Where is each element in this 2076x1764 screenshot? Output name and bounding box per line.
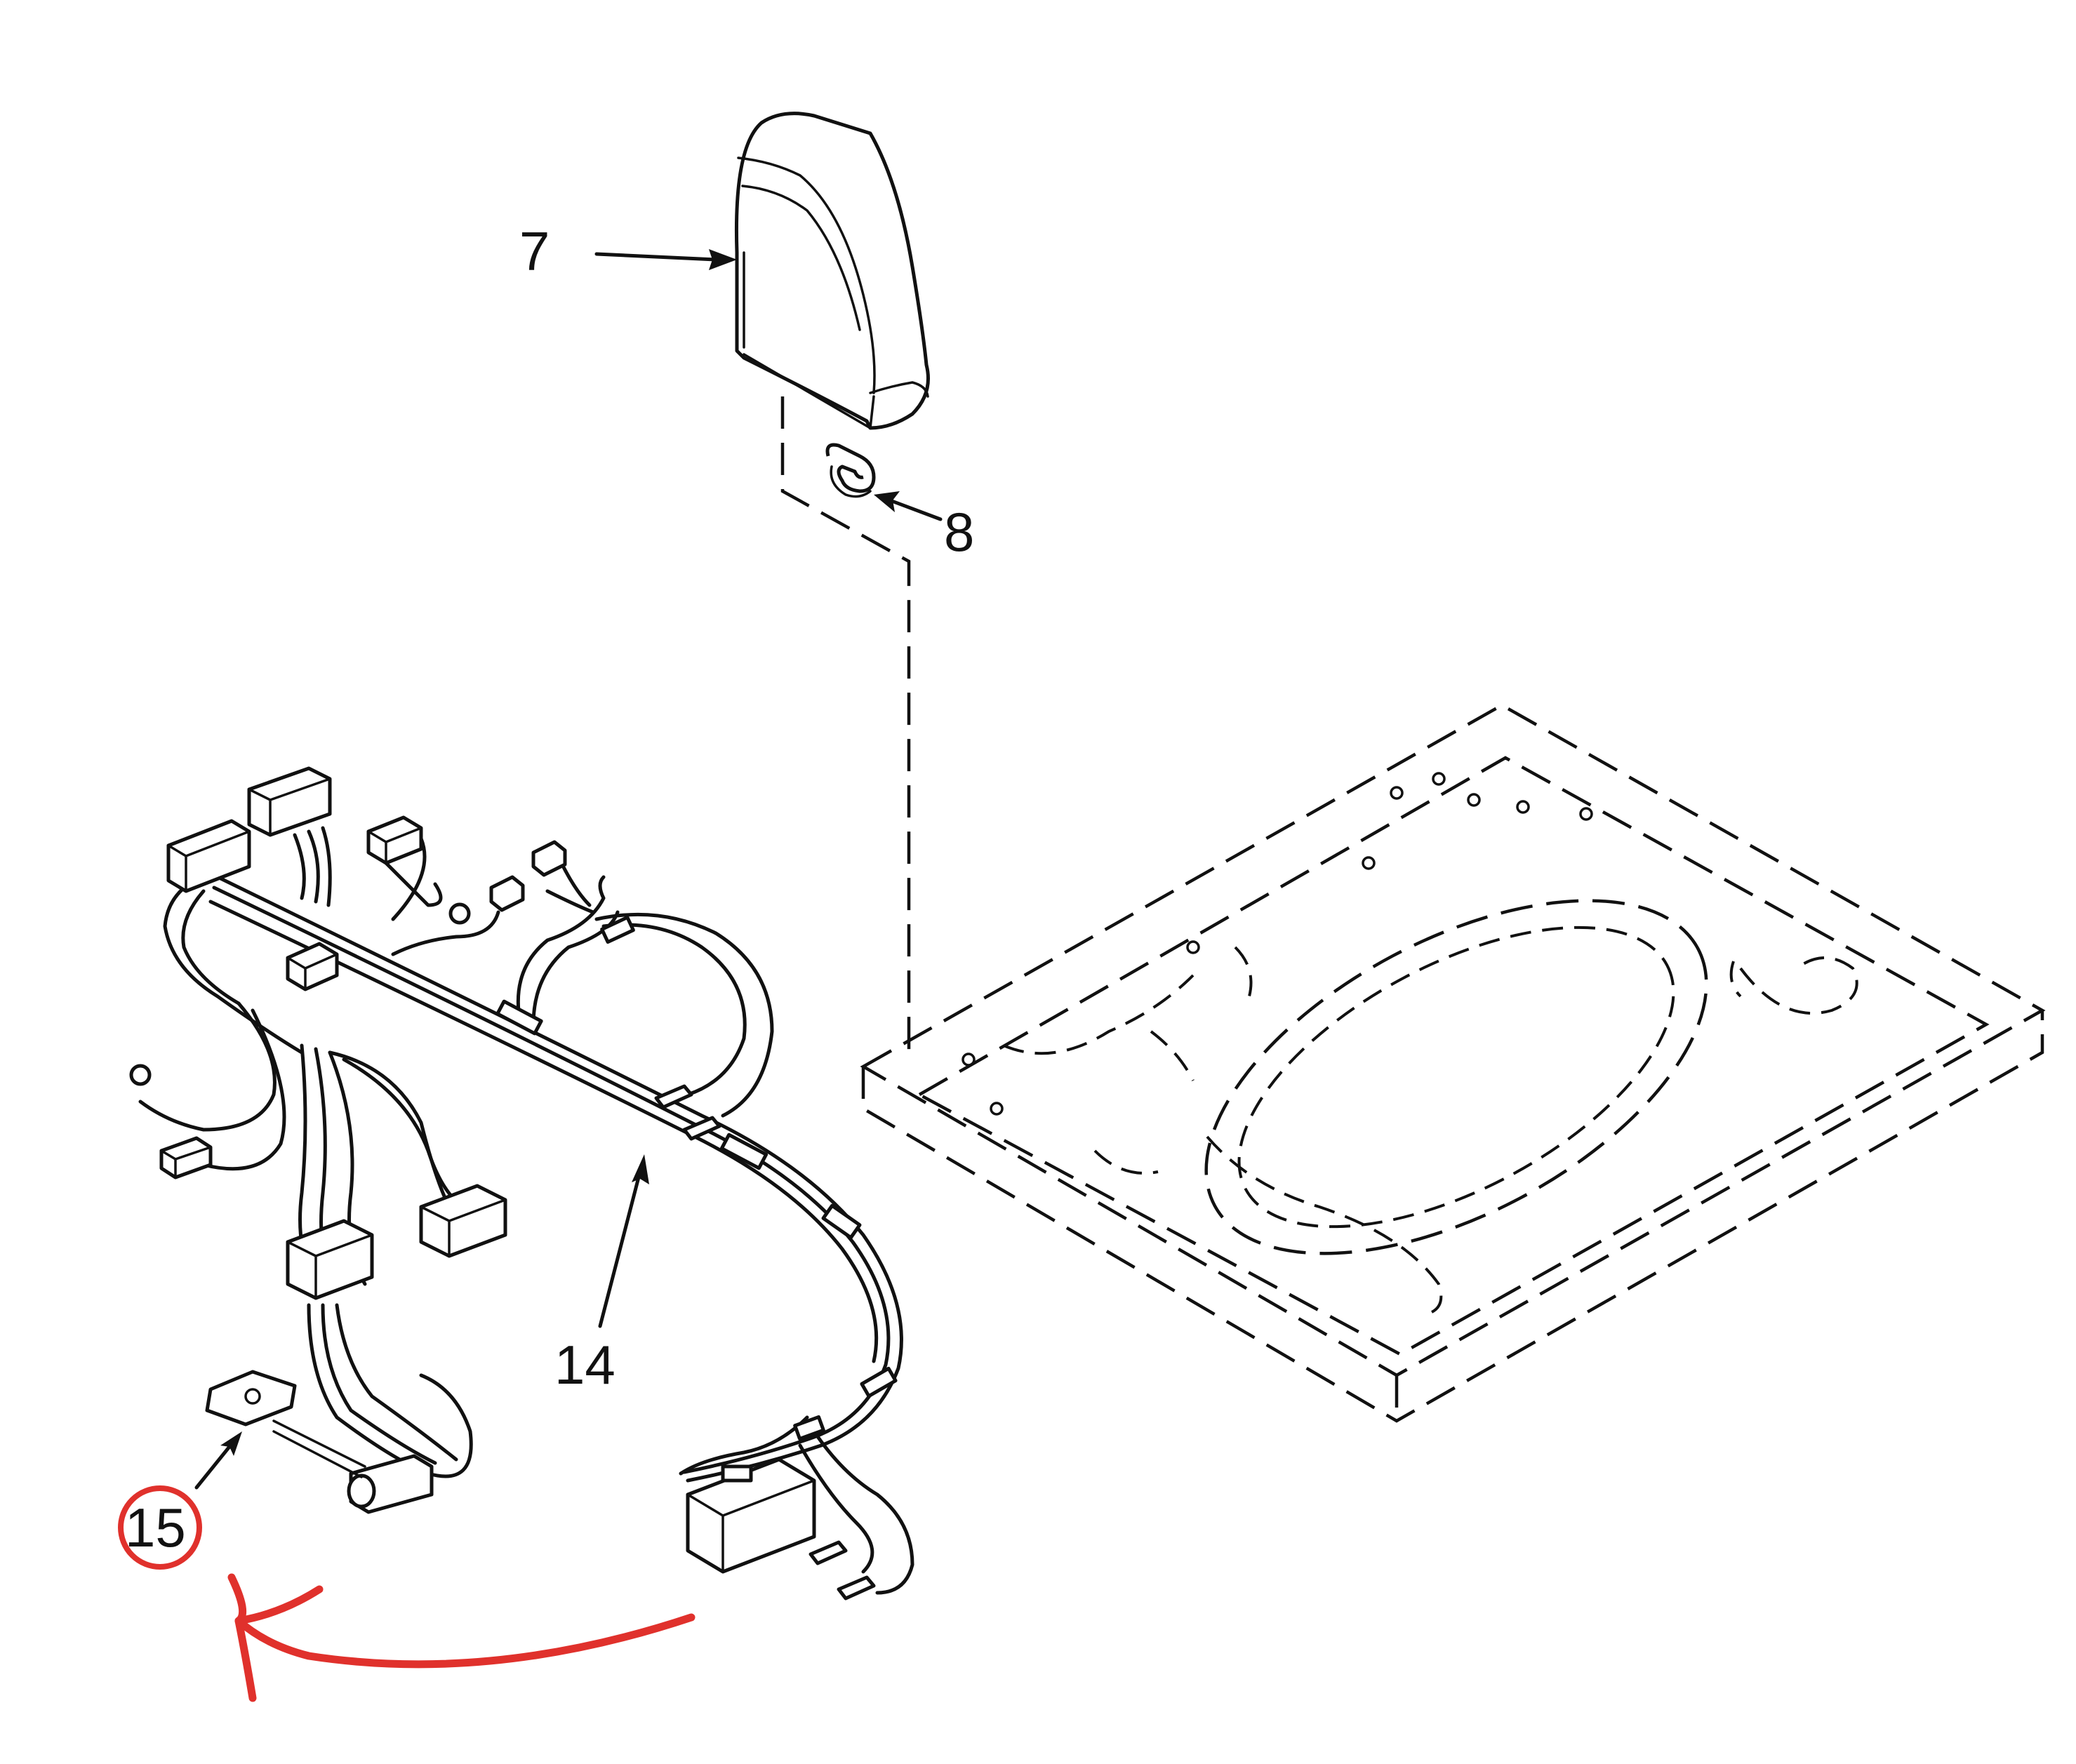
connector-block-1 [286, 1219, 374, 1300]
leader-arrows [194, 249, 943, 1490]
connector-left-lower [159, 1136, 213, 1180]
console-panel-outline [860, 703, 2046, 1423]
connector-upper-1 [247, 766, 332, 837]
callout-15-highlight: 15 [118, 1485, 202, 1570]
arrowhead-icon [632, 1154, 649, 1184]
assembly-dashed-line [780, 396, 911, 1053]
connector-upper-2 [166, 819, 251, 893]
spade-terminals [654, 1084, 876, 1601]
connector-block-2 [419, 1184, 507, 1258]
connector-small-upper [489, 840, 567, 912]
connector-lower-loop [347, 1454, 434, 1514]
part-8-clip[interactable] [825, 443, 876, 498]
harness-connectors [129, 766, 876, 1601]
part-7-cover[interactable] [734, 112, 930, 430]
callout-14: 14 [554, 1334, 616, 1396]
arrowhead-icon [220, 1431, 242, 1456]
connector-upper-3 [366, 815, 423, 865]
connector-mid-1 [286, 942, 339, 991]
callout-7: 7 [519, 220, 550, 282]
callout-8: 8 [944, 501, 974, 563]
connector-block-lower-right [686, 1457, 816, 1574]
red-annotation-arrow [227, 1573, 696, 1702]
callout-15: 15 [125, 1497, 186, 1558]
part-14-wire-harness[interactable] [138, 826, 914, 1595]
arrowhead-icon [709, 249, 737, 270]
part-15-board[interactable] [205, 1370, 366, 1478]
ring-terminals [129, 902, 471, 1086]
arrowhead-icon [874, 491, 900, 512]
